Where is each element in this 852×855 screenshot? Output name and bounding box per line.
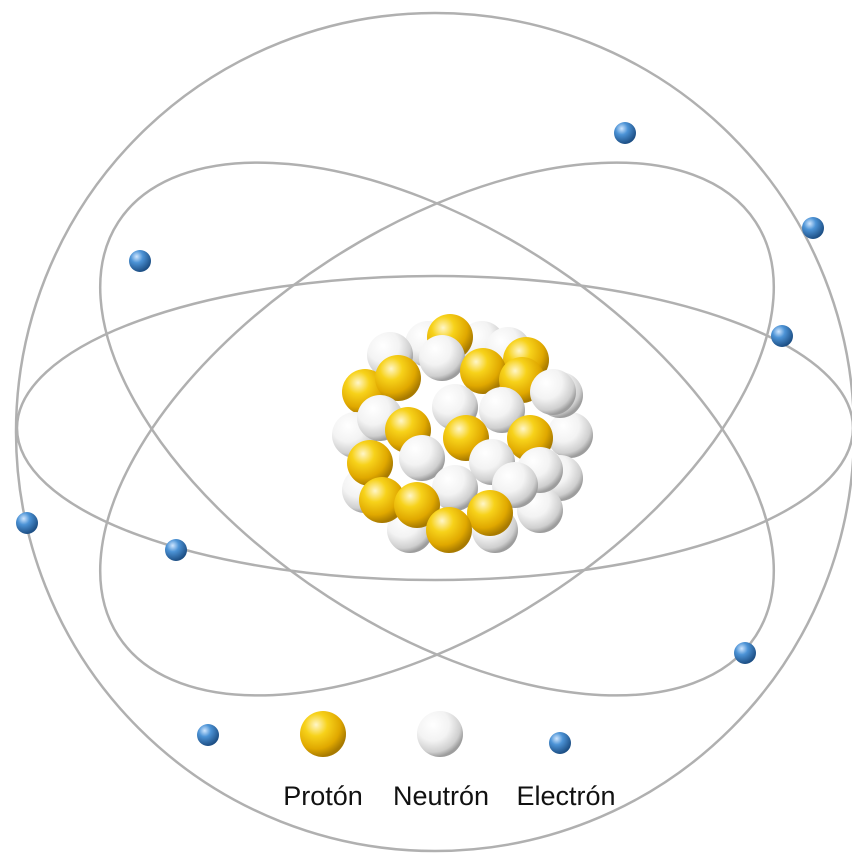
electron <box>802 217 824 239</box>
diagonal-orbit-rising <box>98 161 776 697</box>
neutron <box>419 335 465 381</box>
neutron <box>432 465 478 511</box>
neutron <box>399 435 445 481</box>
neutron <box>479 387 525 433</box>
electron <box>734 642 756 664</box>
horizontal-orbit <box>15 274 852 582</box>
electron <box>614 122 636 144</box>
electron <box>129 250 151 272</box>
neutron <box>530 369 576 415</box>
legend-proton-symbol <box>300 711 346 757</box>
neutron <box>547 412 593 458</box>
electron <box>197 724 219 746</box>
electron-group <box>16 122 824 746</box>
nucleus <box>332 314 593 553</box>
electron <box>771 325 793 347</box>
proton <box>467 490 513 536</box>
diagonal-orbit-falling <box>98 161 776 697</box>
orbit-group <box>14 11 852 853</box>
legend-symbols <box>300 711 571 757</box>
proton <box>359 477 405 523</box>
legend-neutron-symbol <box>417 711 463 757</box>
electron <box>16 512 38 534</box>
proton <box>460 348 506 394</box>
legend-label-electron: Electrón <box>516 781 616 811</box>
proton <box>426 507 472 553</box>
proton <box>375 355 421 401</box>
proton <box>394 482 440 528</box>
electron <box>165 539 187 561</box>
legend-label-proton: Protón <box>283 781 363 811</box>
legend-electron-symbol <box>549 732 571 754</box>
legend-label-neutron: Neutrón <box>392 781 490 811</box>
proton <box>347 440 393 486</box>
